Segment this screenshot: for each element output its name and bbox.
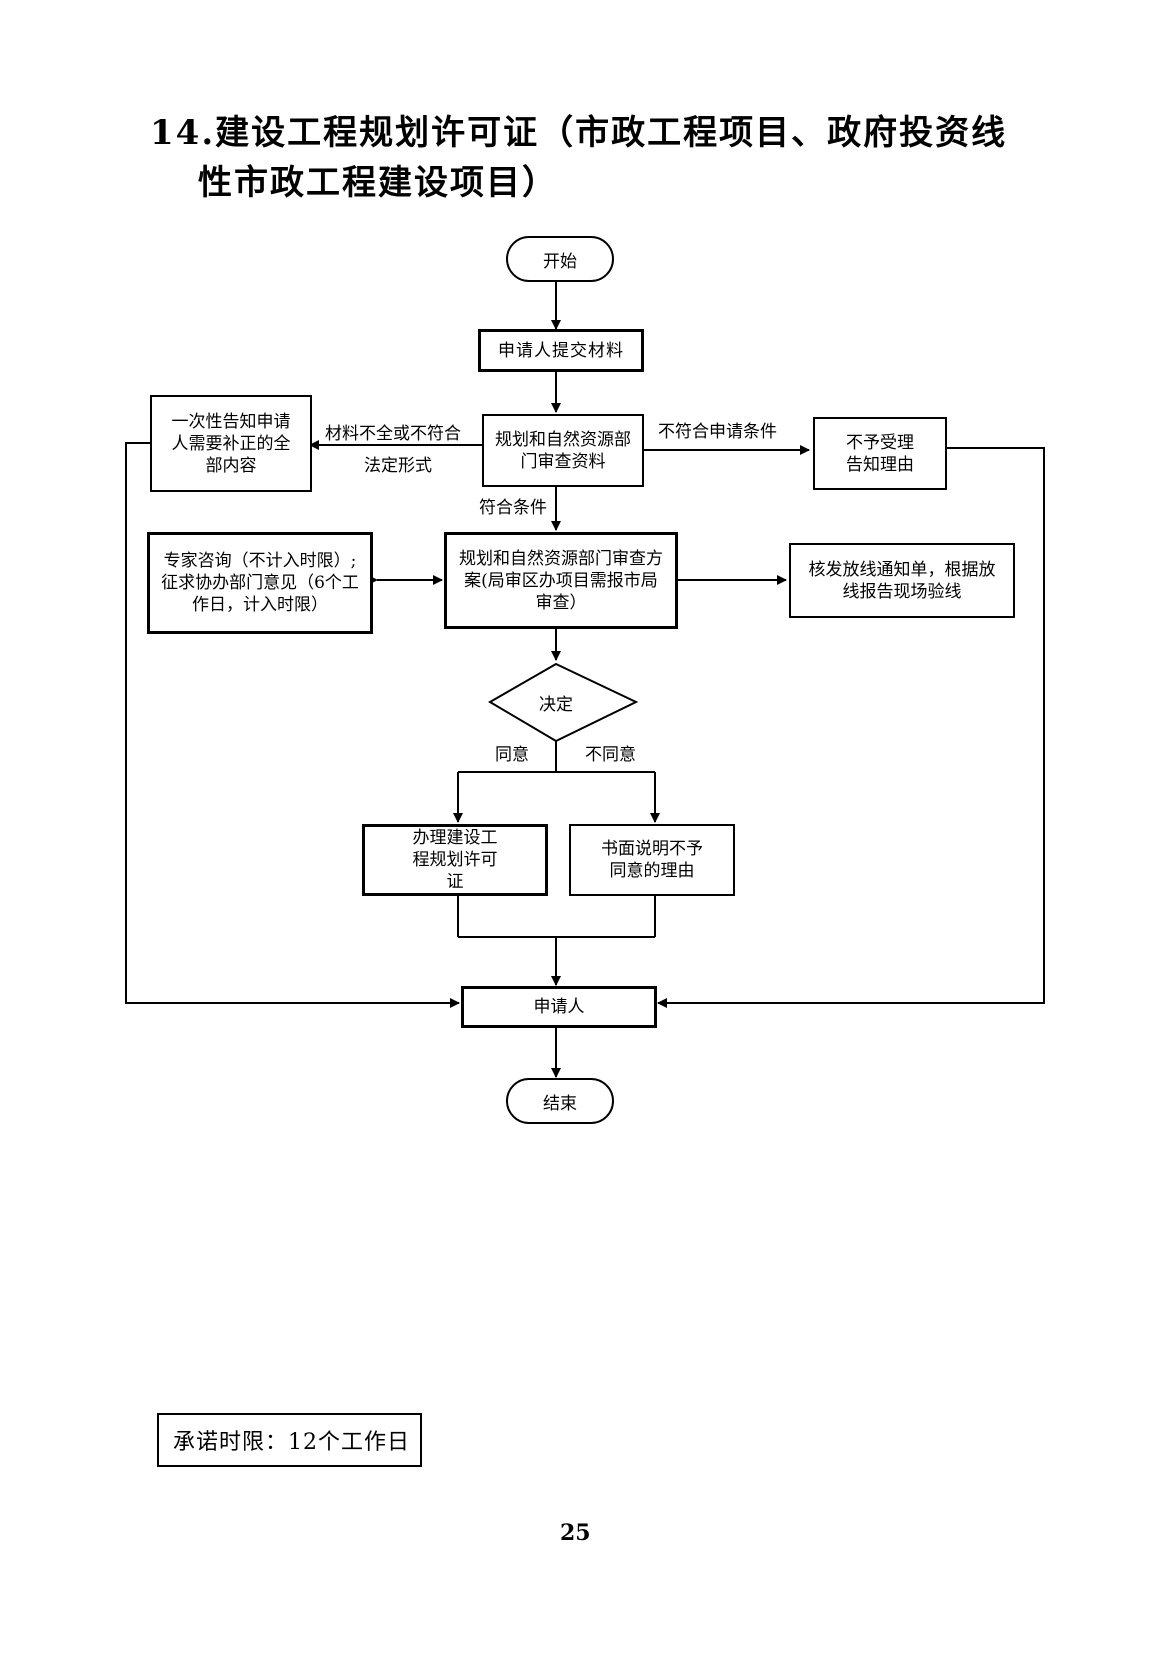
edge-label-incomplete-1: 材料不全或不符合 bbox=[325, 424, 461, 444]
edge-label-incomplete-2: 法定形式 bbox=[364, 456, 432, 476]
title-line-2: 性市政工程建设项目） bbox=[198, 163, 558, 203]
reject-accept-label: 不予受理告知理由 bbox=[846, 432, 914, 475]
issue-notice-box: 核发放线通知单，根据放线报告现场验线 bbox=[789, 543, 1015, 618]
start-label: 开始 bbox=[543, 251, 577, 272]
edge-label-agree: 同意 bbox=[495, 745, 529, 765]
written-refusal-box: 书面说明不予同意的理由 bbox=[569, 824, 735, 896]
notify-supplement-box: 一次性告知申请人需要补正的全部内容 bbox=[150, 395, 312, 492]
promise-time-box: 承诺时限：12个工作日 bbox=[157, 1413, 422, 1467]
written-refusal-label: 书面说明不予同意的理由 bbox=[601, 839, 703, 881]
end-node: 结束 bbox=[506, 1078, 614, 1124]
page-title: 14.建设工程规划许可证（市政工程项目、政府投资线 性市政工程建设项目） bbox=[150, 108, 1050, 208]
arrow-left-loop bbox=[125, 442, 460, 1008]
edge-label-not-qualified: 不符合申请条件 bbox=[658, 422, 777, 442]
expert-consult-label: 专家咨询（不计入时限）;征求协办部门意见（6个工作日，计入时限） bbox=[161, 551, 359, 615]
start-node: 开始 bbox=[506, 236, 614, 282]
permit-label: 办理建设工程规划许可证 bbox=[412, 828, 498, 892]
review-docs-box: 规划和自然资源部门审查资料 bbox=[482, 414, 644, 487]
page-number: 25 bbox=[560, 1520, 591, 1546]
edge-label-qualified: 符合条件 bbox=[479, 498, 547, 518]
title-line-1: 14.建设工程规划许可证（市政工程项目、政府投资线 bbox=[150, 113, 1008, 153]
edge-label-disagree: 不同意 bbox=[585, 745, 636, 765]
permit-box: 办理建设工程规划许可证 bbox=[362, 824, 548, 896]
arrow-right-loop bbox=[657, 447, 1045, 1008]
review-plan-box: 规划和自然资源部门审查方案(局审区办项目需报市局审查） bbox=[444, 532, 678, 629]
reject-accept-box: 不予受理告知理由 bbox=[813, 417, 947, 490]
notify-supplement-label: 一次性告知申请人需要补正的全部内容 bbox=[171, 411, 291, 476]
promise-time-label: 承诺时限：12个工作日 bbox=[173, 1430, 410, 1455]
decision-diamond bbox=[488, 662, 639, 743]
review-plan-label: 规划和自然资源部门审查方案(局审区办项目需报市局审查） bbox=[459, 548, 663, 613]
expert-consult-box: 专家咨询（不计入时限）;征求协办部门意见（6个工作日，计入时限） bbox=[147, 532, 373, 634]
applicant-box: 申请人 bbox=[461, 986, 657, 1028]
end-label: 结束 bbox=[543, 1093, 577, 1114]
applicant-label: 申请人 bbox=[533, 997, 585, 1017]
decision-label: 决定 bbox=[539, 694, 573, 715]
submit-materials-label: 申请人提交材料 bbox=[498, 340, 624, 361]
submit-materials-box: 申请人提交材料 bbox=[478, 329, 644, 372]
decision-label-wrap: 决定 bbox=[520, 688, 592, 716]
review-docs-label: 规划和自然资源部门审查资料 bbox=[495, 429, 631, 472]
issue-notice-label: 核发放线通知单，根据放线报告现场验线 bbox=[808, 559, 996, 602]
